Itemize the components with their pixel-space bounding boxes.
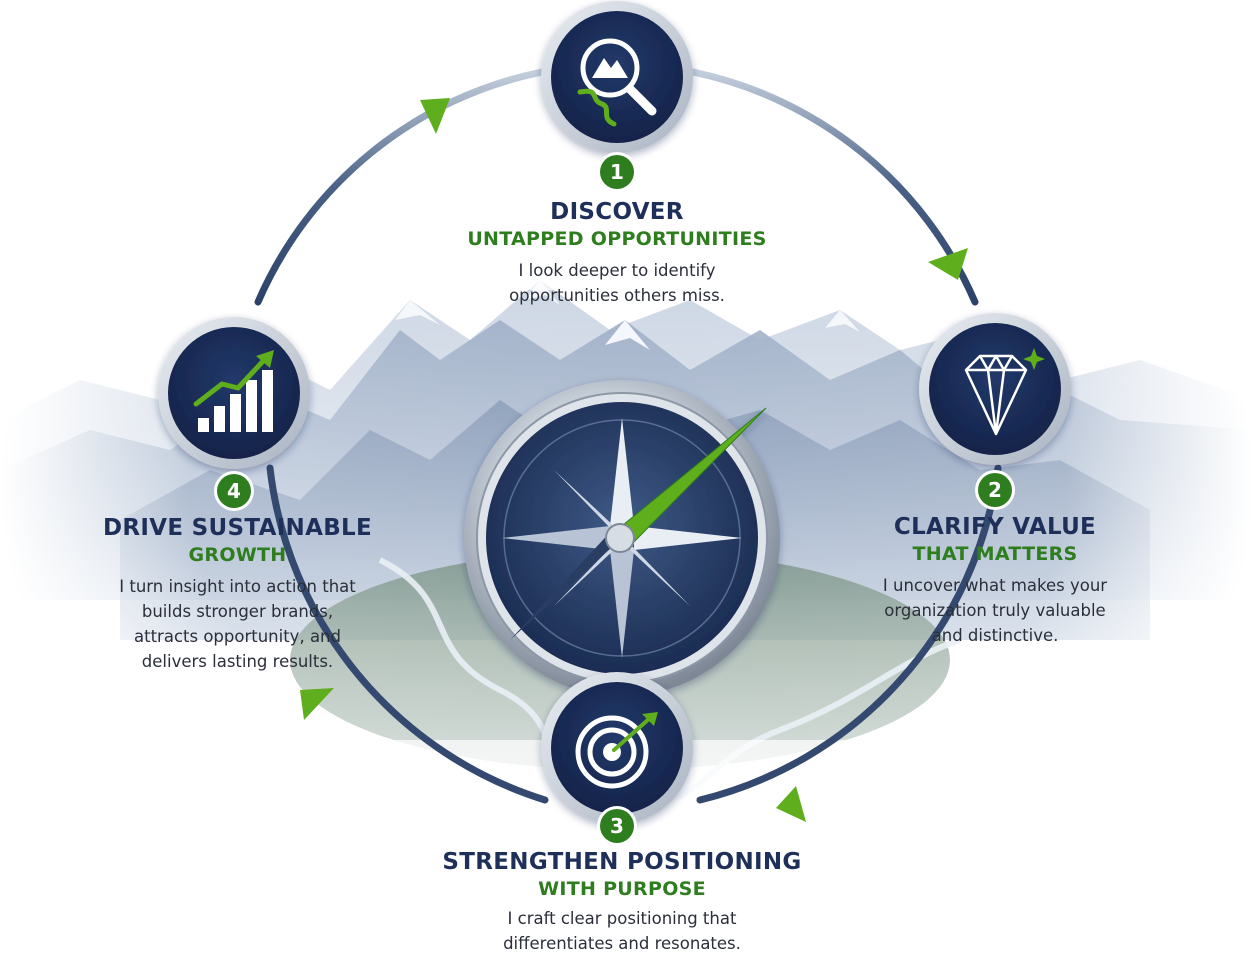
compass-star-sw <box>554 544 616 606</box>
compass-icon <box>464 380 780 696</box>
step-2-subtitle: THAT MATTERS <box>912 543 1078 565</box>
magnifier-mountain-icon <box>577 38 657 127</box>
step-1-description: I look deeper to identify opportunities … <box>509 261 725 305</box>
step-4-text: DRIVE SUSTAINABLE GROWTH I turn insight … <box>100 514 375 674</box>
step-1-number-badge: 1 <box>600 155 634 189</box>
growth-chart-icon <box>193 350 274 432</box>
step-2-title: CLARIFY VALUE <box>893 514 1097 540</box>
step-3-description: I craft clear positioning that different… <box>503 909 741 953</box>
step-2-description: I uncover what makes your organization t… <box>882 576 1108 645</box>
step-4-title: DRIVE SUSTAINABLE <box>103 515 372 541</box>
step-1-text: DISCOVER UNTAPPED OPPORTUNITIES I look d… <box>467 198 767 308</box>
step-2-icon-circle <box>919 313 1071 465</box>
compass-star-south <box>610 550 634 658</box>
step-1-icon-circle <box>541 1 693 153</box>
compass-star-nw <box>554 470 616 532</box>
step-3-text: STRENGTHEN POSITIONING WITH PURPOSE I cr… <box>437 848 807 956</box>
step-4-icon-circle <box>158 317 310 469</box>
arrowhead-green-icon <box>300 688 334 720</box>
compass-hub <box>605 523 635 553</box>
step-4-subtitle: GROWTH <box>188 544 287 566</box>
step-1-subtitle: UNTAPPED OPPORTUNITIES <box>467 228 767 250</box>
step-4-description: I turn insight into action that builds s… <box>119 577 356 671</box>
arrowhead-green-icon <box>928 248 968 280</box>
arc-2-to-3 <box>696 464 1002 804</box>
arrowhead-green-icon <box>776 786 806 822</box>
arc-4-to-1 <box>254 68 546 306</box>
step-3-icon-circle <box>541 672 693 824</box>
compass-star-east <box>634 526 742 550</box>
compass-needle-tail <box>510 528 622 640</box>
step-3-title: STRENGTHEN POSITIONING <box>442 849 802 875</box>
step-3-number-badge: 3 <box>600 809 634 843</box>
step-4-number-badge: 4 <box>217 474 251 508</box>
arrowhead-green-icon <box>420 98 450 134</box>
compass-star-west <box>502 526 610 550</box>
compass-star-north <box>610 418 634 526</box>
step-2-number-badge: 2 <box>978 473 1012 507</box>
step-3-subtitle: WITH PURPOSE <box>538 878 706 900</box>
step-2-text: CLARIFY VALUE THAT MATTERS I uncover wha… <box>870 513 1120 648</box>
compass-star-se <box>628 544 690 606</box>
step-1-title: DISCOVER <box>550 199 684 225</box>
cycle-arcs <box>254 68 1002 822</box>
diamond-icon <box>964 354 1028 436</box>
target-arrow-icon <box>575 712 658 789</box>
sparkle-icon <box>1023 348 1045 370</box>
arc-3-to-4 <box>266 464 549 804</box>
